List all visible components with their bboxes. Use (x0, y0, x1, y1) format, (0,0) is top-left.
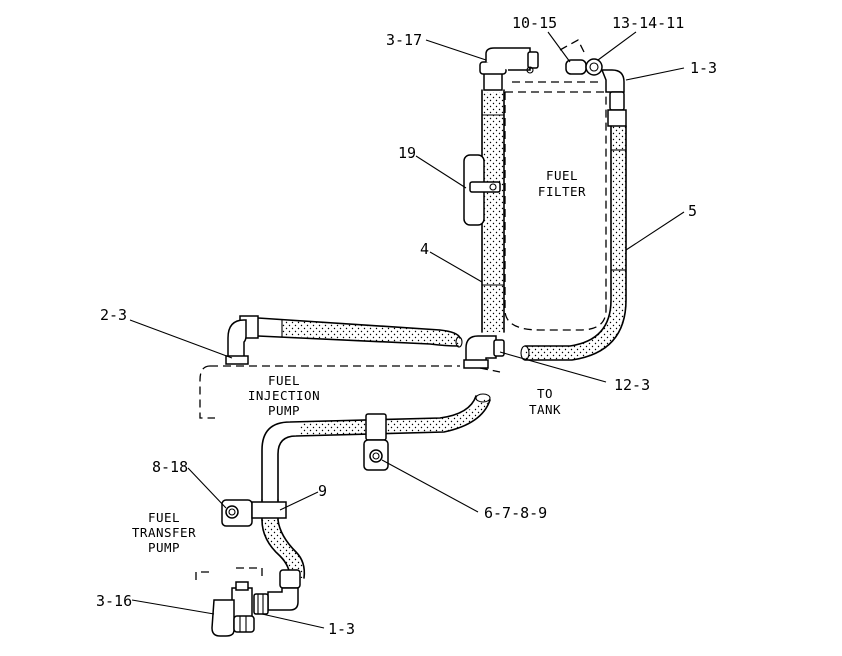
caption-transfer-line3: PUMP (148, 540, 180, 555)
callout-19: 19 (398, 144, 416, 162)
callout-10-15: 10-15 (512, 14, 557, 32)
callout-2-3: 2-3 (100, 306, 127, 324)
caption-to-tank-line1: TO (537, 386, 553, 401)
caption-transfer-line2: TRANSFER (132, 525, 196, 540)
elbow-3-17 (485, 47, 539, 74)
fuel-filter (504, 39, 607, 331)
injection-pump-hose (239, 315, 463, 348)
clamp-6-7-8-9 (363, 413, 389, 471)
caption-fuel-filter: FUEL FILTER (538, 168, 586, 199)
callout-5: 5 (688, 202, 697, 220)
fuel-injection-pump (199, 365, 501, 419)
transfer-pump-fittings (211, 569, 301, 637)
caption-fuel-injection-pump: FUEL INJECTION PUMP (248, 373, 320, 418)
caption-fuel-filter-line2: FILTER (538, 184, 586, 199)
clip-19 (463, 154, 501, 226)
clamp-8-18 (221, 499, 287, 527)
callout-1-3-top: 1-3 (690, 59, 717, 77)
fuel-transfer-pump (195, 567, 263, 580)
caption-transfer-line1: FUEL (148, 510, 180, 525)
callout-4: 4 (420, 240, 429, 258)
leader-lines (129, 31, 685, 629)
elbow-2-3 (225, 319, 249, 365)
filter-head-fittings (565, 58, 625, 93)
caption-to-tank: TO TANK (529, 386, 561, 417)
caption-fuel-transfer-pump: FUEL TRANSFER PUMP (132, 510, 196, 555)
callout-3-17: 3-17 (386, 31, 422, 49)
caption-fuel-filter-line1: FUEL (546, 168, 578, 183)
caption-injection-line1: FUEL (268, 373, 300, 388)
callout-3-16: 3-16 (96, 592, 132, 610)
callout-1-3-bottom: 1-3 (328, 620, 355, 638)
caption-injection-line2: INJECTION (248, 388, 320, 403)
elbow-12-3 (463, 335, 505, 369)
caption-injection-line3: PUMP (268, 403, 300, 418)
callout-8-18: 8-18 (152, 458, 188, 476)
callout-13-14-11: 13-14-11 (612, 14, 684, 32)
caption-to-tank-line2: TANK (529, 402, 561, 417)
hose-5 (520, 91, 627, 361)
callout-6-7-8-9: 6-7-8-9 (484, 504, 547, 522)
callout-9: 9 (318, 482, 327, 500)
callout-12-3: 12-3 (614, 376, 650, 394)
